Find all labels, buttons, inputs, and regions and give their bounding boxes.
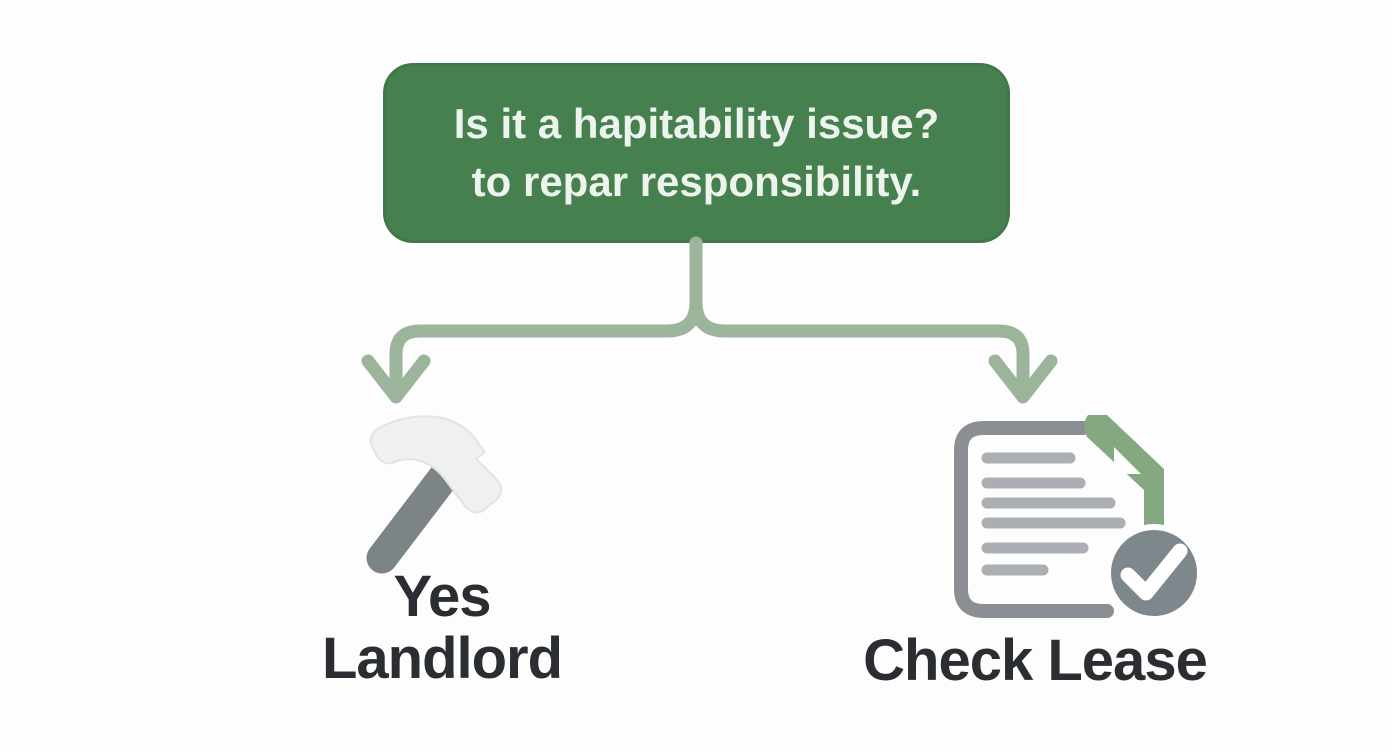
arrow-down-right-icon [988, 354, 1058, 404]
question-box: Is it a hapitability issue? to repar res… [383, 63, 1010, 243]
left-branch-label-line-2: Landlord [321, 626, 563, 691]
right-branch-label: Check Lease [863, 628, 1208, 693]
document-text-lines [981, 452, 1126, 576]
question-line-2: to repar responsibility. [471, 158, 922, 205]
folded-corner-icon [1084, 415, 1164, 535]
hammer-handle [366, 454, 465, 574]
left-branch-label: Yes Landlord [287, 566, 597, 690]
question-line-1: Is it a hapitability issue? [453, 100, 940, 147]
connector-left-branch [389, 236, 703, 390]
hammer-icon [366, 415, 503, 574]
connector-right-branch [689, 236, 1030, 390]
folded-corner-inner [1114, 447, 1141, 474]
document-outline [954, 421, 1114, 618]
hammer-head [369, 415, 503, 514]
left-branch-label-line-1: Yes [393, 564, 492, 629]
arrow-down-left-icon [361, 354, 431, 404]
check-mark-icon [1120, 543, 1188, 601]
document-check-icon [954, 415, 1203, 622]
